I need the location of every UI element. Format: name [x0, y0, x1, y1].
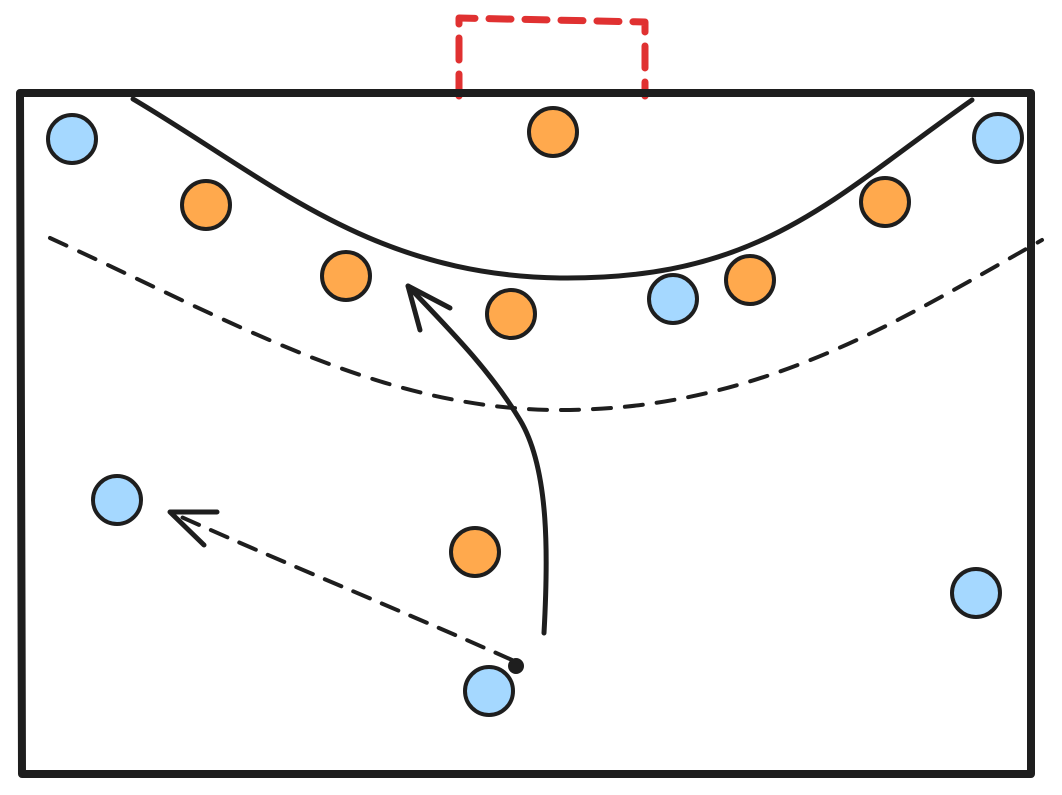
run-arrowhead [405, 283, 453, 333]
orange-player [320, 250, 372, 302]
orange-player [449, 526, 501, 578]
ball [508, 658, 524, 674]
goal-area-line [130, 96, 975, 281]
orange-player [859, 176, 911, 228]
pass-arrowhead [167, 509, 220, 548]
orange-player [485, 288, 537, 340]
blue-player [972, 112, 1024, 164]
blue-team [46, 112, 1024, 717]
blue-player [647, 273, 699, 325]
blue-player [46, 113, 98, 165]
free-throw-line [48, 236, 1044, 412]
goal [455, 14, 649, 100]
blue-player [91, 474, 143, 526]
orange-player [527, 106, 579, 158]
orange-team [180, 106, 911, 578]
orange-player [180, 179, 232, 231]
run-path-arrow [405, 283, 549, 636]
pass-arrow [168, 510, 514, 662]
blue-player [950, 567, 1002, 619]
blue-player [463, 665, 515, 717]
orange-player [724, 254, 776, 306]
court-boundary [16, 89, 1035, 778]
